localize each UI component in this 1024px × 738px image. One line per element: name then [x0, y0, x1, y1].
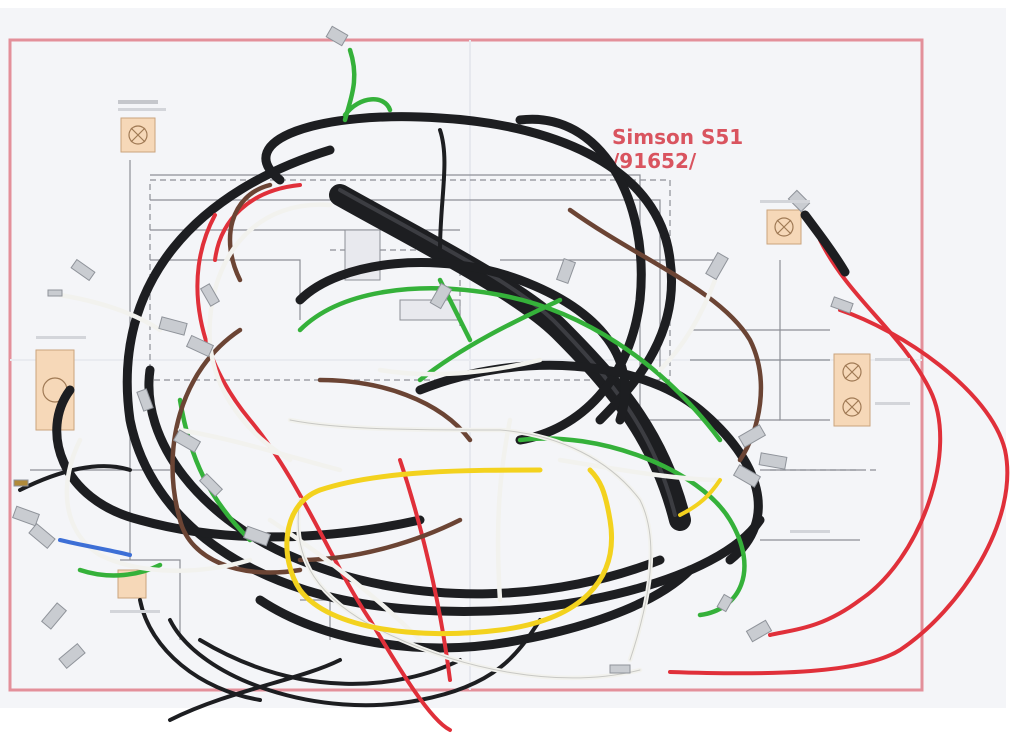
connector-bottom-center	[243, 525, 271, 547]
connector-far-left-2	[28, 522, 56, 550]
diagram-frame	[8, 38, 924, 692]
connector-right-top	[705, 251, 729, 281]
lamp-symbol-right	[766, 209, 802, 245]
connector-far-left-1	[12, 505, 40, 527]
white-wire-outline	[289, 419, 652, 679]
connector-left-cluster-4	[172, 429, 202, 453]
yellow-wire-end	[678, 478, 722, 517]
connector-left-cluster-1	[158, 316, 188, 336]
connector-left-cluster-3	[199, 283, 221, 307]
connector-bottom-left-1	[40, 602, 68, 630]
red-wires	[195, 183, 1010, 732]
black-main-sheath	[329, 184, 691, 531]
diagram-title-line1: Simson S51	[612, 125, 743, 149]
connector-green-end	[716, 593, 734, 613]
connector-center-2	[555, 257, 577, 285]
connector-bottom-left-2	[58, 642, 86, 670]
connector-brass-pin	[13, 479, 29, 487]
green-wires	[77, 47, 747, 618]
connector-right-cluster-3	[732, 464, 762, 488]
wire-harness	[18, 47, 1010, 732]
red-wire-black-sleeve	[800, 210, 850, 277]
connector-red-bottom	[745, 619, 773, 643]
lamp-symbol-right-pair	[833, 353, 871, 427]
connector-left-mid	[136, 388, 154, 412]
connector-left-cluster-5	[198, 472, 224, 498]
blue-wire	[58, 538, 132, 557]
connector-top-green	[325, 25, 349, 47]
connector-center-1	[429, 282, 453, 310]
yellow-wire	[284, 467, 614, 637]
connector-left-cluster-2	[185, 334, 215, 358]
connector-red-mid	[830, 296, 854, 314]
fine-print	[36, 100, 910, 613]
connector-left-pin	[47, 289, 63, 297]
connector-white-end	[609, 664, 631, 674]
connector-right-cluster-1	[737, 424, 767, 448]
lamp-symbol-top-left	[120, 117, 156, 153]
brown-wires	[170, 182, 764, 575]
connector-right-cluster-2	[758, 452, 788, 470]
thin-black-wires	[18, 128, 542, 722]
connector-left-top	[70, 258, 96, 282]
connectors	[12, 25, 854, 674]
diagram-title-line2: /91652/	[612, 149, 697, 173]
black-main-sheath-highlight	[338, 188, 677, 517]
